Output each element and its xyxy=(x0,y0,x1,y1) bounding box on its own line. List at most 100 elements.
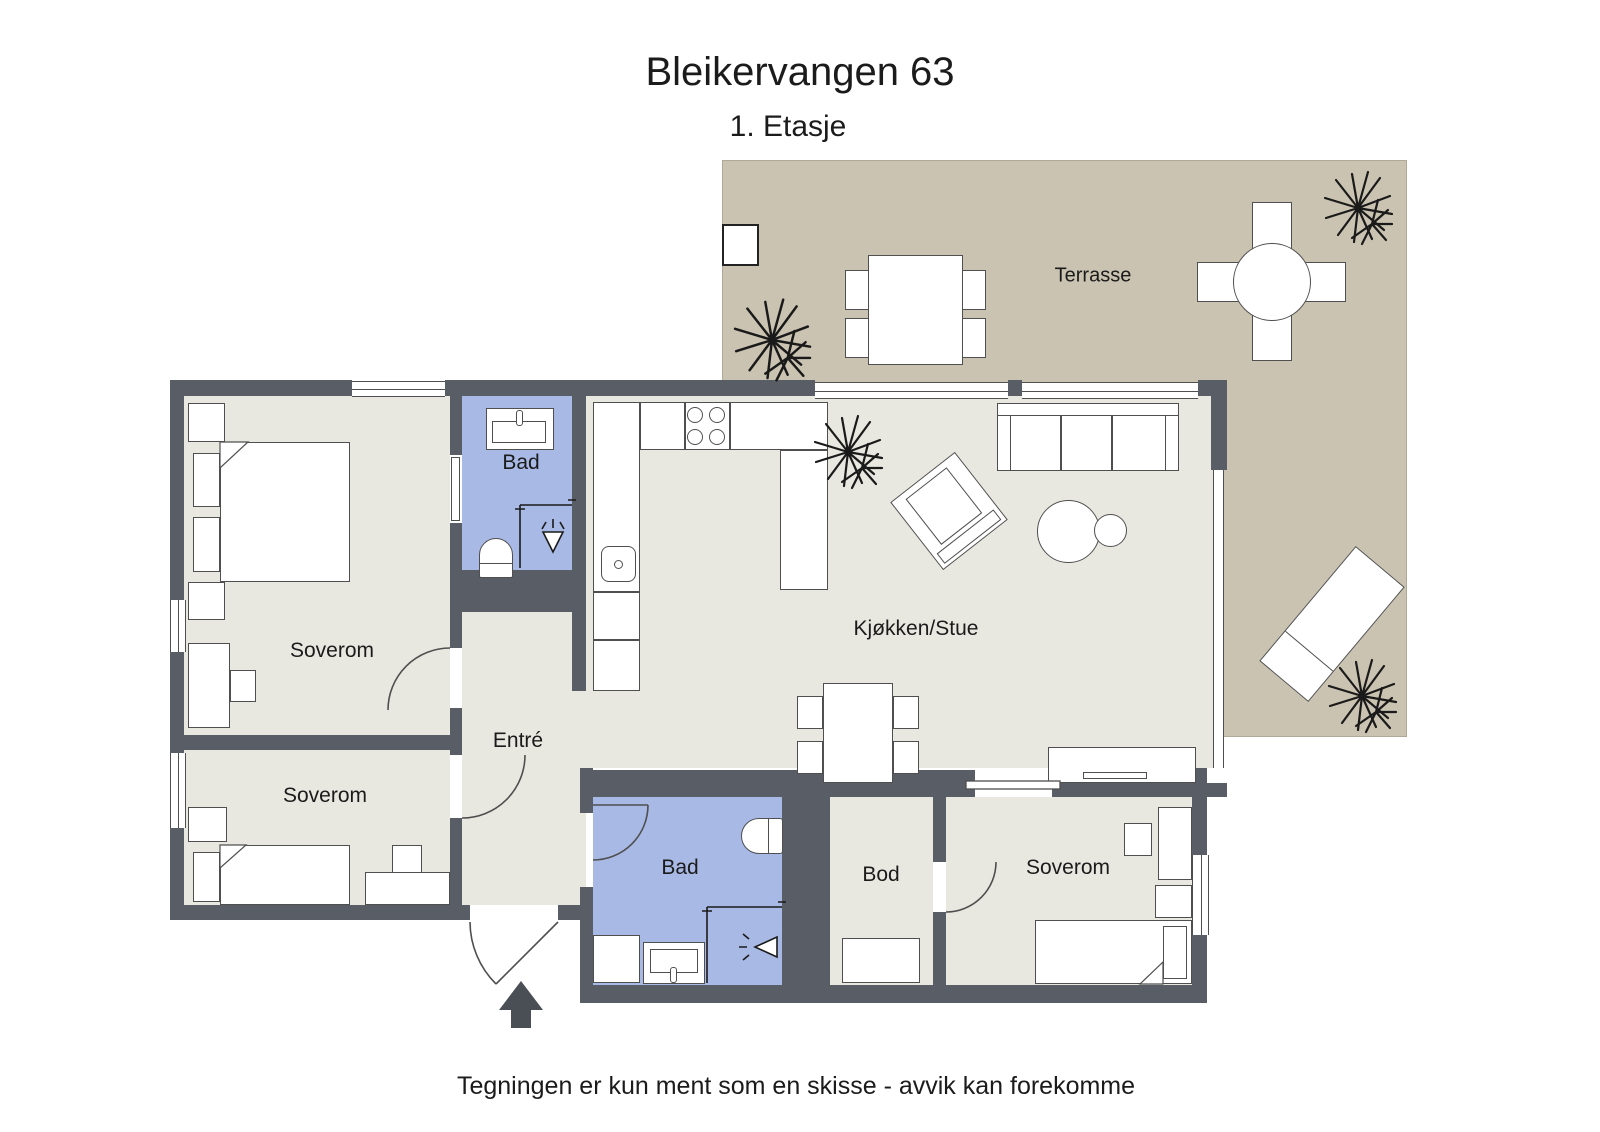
window xyxy=(1192,855,1209,935)
door-arc xyxy=(592,804,649,861)
bathroom-sink xyxy=(643,942,705,984)
shower-zone-1 xyxy=(515,499,576,568)
stove-burner xyxy=(687,429,703,445)
stove-burner xyxy=(709,407,725,423)
toilet xyxy=(741,818,783,854)
bed-fold-corners xyxy=(219,441,1164,985)
wall xyxy=(450,570,586,612)
stove-burner xyxy=(687,407,703,423)
plant-icon xyxy=(733,298,812,382)
disclaimer-text: Tegningen er kun ment som en skisse - av… xyxy=(456,1072,1136,1100)
terrace-chair xyxy=(962,318,986,358)
dining-chair xyxy=(893,741,919,774)
bathroom-sink xyxy=(486,408,554,450)
wall xyxy=(558,905,586,920)
room-label-bedroom3: Soverom xyxy=(1025,856,1111,879)
terrace-chair xyxy=(962,270,986,310)
page-subtitle: 1. Etasje xyxy=(729,110,847,143)
room-label-bedroom1: Soverom xyxy=(289,639,375,662)
wall xyxy=(170,380,184,600)
terrace-door-window xyxy=(1022,382,1198,399)
bed-pillow xyxy=(1163,926,1187,979)
terrace-post xyxy=(722,224,759,266)
wardrobe xyxy=(188,403,225,442)
terrace-chair xyxy=(845,318,869,358)
kitchen-counter xyxy=(640,402,828,450)
wall xyxy=(580,770,975,797)
room-label-entry: Entré xyxy=(492,729,544,752)
room-label-bath1: Bad xyxy=(502,451,540,474)
nightstand xyxy=(188,807,227,842)
dining-table xyxy=(823,683,893,783)
door-leaf xyxy=(451,457,460,521)
bed-pillow xyxy=(193,453,220,507)
terrace-door-window xyxy=(815,382,1008,399)
chair xyxy=(1124,823,1152,856)
dining-chair xyxy=(797,696,823,729)
glass-wall xyxy=(1213,470,1224,768)
toilet xyxy=(479,538,513,578)
desk xyxy=(188,643,230,728)
wall xyxy=(450,396,462,455)
room-label-bath2: Bad xyxy=(661,856,699,879)
kitchen-sink xyxy=(601,546,636,582)
wall xyxy=(170,652,184,753)
dining-chair xyxy=(797,741,823,774)
wall xyxy=(170,828,184,920)
single-bed xyxy=(220,845,350,905)
dining-chair xyxy=(893,696,919,729)
room-label-bedroom2: Soverom xyxy=(282,784,368,807)
wall xyxy=(580,887,593,1003)
room-label-storage: Bod xyxy=(862,863,900,886)
tv-console xyxy=(1048,747,1196,783)
kitchen-peninsula xyxy=(780,450,828,590)
chair xyxy=(230,670,256,702)
terrace-table xyxy=(868,255,963,365)
washing-machine xyxy=(593,935,640,983)
coffee-table xyxy=(1037,500,1100,563)
bed-pillow xyxy=(193,852,220,902)
window xyxy=(170,753,186,828)
wall xyxy=(170,905,470,920)
sofa xyxy=(997,403,1179,471)
wall xyxy=(170,380,352,396)
wall xyxy=(1052,783,1227,797)
chair xyxy=(392,845,422,873)
door-arc xyxy=(945,861,997,913)
door-arc xyxy=(461,754,526,819)
entrance-door-arc xyxy=(469,921,559,985)
window xyxy=(352,381,445,397)
room-label-kitchen-living: Kjøkken/Stue xyxy=(853,617,979,640)
wall xyxy=(1198,380,1227,396)
wall xyxy=(184,735,450,750)
wall xyxy=(450,708,462,755)
door-arc xyxy=(387,647,451,711)
wall xyxy=(1192,768,1207,855)
wall xyxy=(1192,935,1207,985)
sliding-door xyxy=(965,780,1061,790)
window xyxy=(170,600,186,652)
shower-zone-2 xyxy=(702,901,786,983)
bed-pillow xyxy=(193,517,220,572)
wall xyxy=(782,770,830,985)
page-title: Bleikervangen 63 xyxy=(645,50,955,94)
wall xyxy=(572,396,586,691)
wall xyxy=(450,818,462,905)
wall xyxy=(933,797,946,862)
wall xyxy=(580,985,1207,1003)
wall xyxy=(580,768,593,813)
wall xyxy=(445,380,815,396)
plant-icon xyxy=(1323,170,1394,246)
room-label-terrace: Terrasse xyxy=(1054,264,1132,287)
room-entry-floor xyxy=(462,612,586,905)
storage-box xyxy=(842,938,920,983)
wardrobe xyxy=(188,582,225,620)
plant-icon xyxy=(1327,658,1398,734)
wall xyxy=(933,912,946,985)
wall xyxy=(1008,380,1022,396)
desk xyxy=(365,872,450,905)
coffee-table xyxy=(1094,514,1127,547)
wall xyxy=(1211,396,1227,470)
